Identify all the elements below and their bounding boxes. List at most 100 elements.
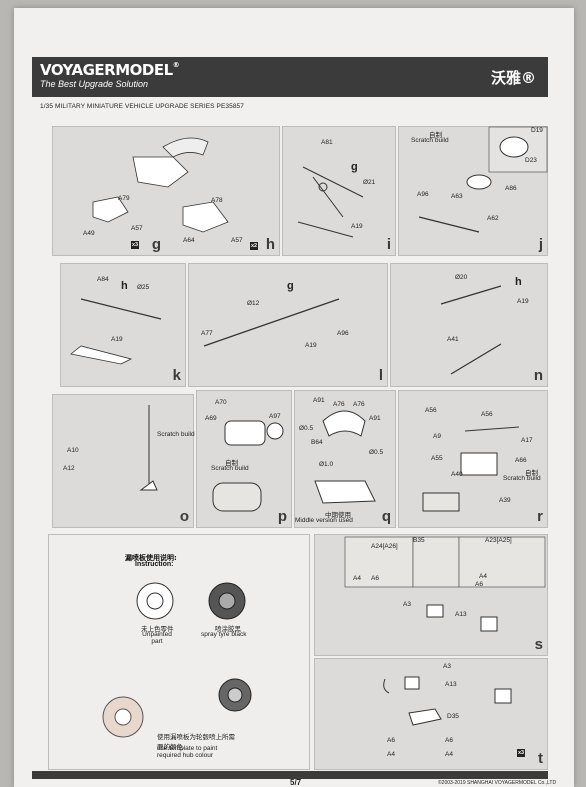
step-letter: o [179,508,189,525]
part-label: A13 [455,611,467,618]
part-label: A57 [131,225,143,232]
part-label: A76 [333,401,345,408]
brand-logo-cn: 沃雅® [490,69,536,87]
part-label: A66 [515,457,527,464]
part-label: h [121,280,128,292]
panel-p: A70 A69 A97 自制 Scratch build p [196,390,292,528]
part-label: g [287,280,294,292]
part-label: A55 [431,455,443,462]
part-label: A4 [353,575,361,582]
step-letter: n [533,367,543,384]
panel-r: A56 A9 A55 A56 A17 A66 A40 A39 自制 Scratc… [398,390,548,528]
step-letter: h [265,236,275,253]
brand-tagline: The Best Upgrade Solution [40,79,149,89]
instruction-en: Unpainted part [142,631,172,645]
panel-i: A81 g Ø21 A19 i [282,126,396,256]
parts-drawing-g [92,137,229,233]
part-label: A96 [337,330,349,337]
part-label: A96 [417,191,429,198]
scratch-note: Scratch build [411,137,449,144]
part-label: A23[A25] [485,537,512,544]
instruction-en: use template to paint required hub colou… [157,745,218,759]
parts-drawing-s [344,536,546,632]
parts-drawing-p [212,420,284,512]
part-label: D35 [447,713,459,720]
part-label: Ø25 [137,284,150,291]
parts-drawing-n [440,285,502,375]
step-letter: g [151,236,161,253]
part-label: A81 [321,139,333,146]
part-label: A86 [505,185,517,192]
part-label: g [351,161,358,173]
part-label: A10 [67,447,79,454]
part-label: A84 [97,276,109,283]
part-label: Ø12 [247,300,260,307]
parts-drawing-l [203,298,340,347]
step-letter: p [277,508,287,525]
parts-drawing-j [418,126,548,233]
part-label: A91 [313,397,325,404]
page-number: 5/7 [290,778,302,787]
part-label: h [515,276,522,288]
scratch-note: Scratch build [503,475,541,482]
part-label: D19 [531,127,543,134]
part-label: A70 [215,399,227,406]
part-label: A19 [305,342,317,349]
parts-drawing-q [314,410,376,504]
part-label: A6 [475,581,483,588]
parts-drawing-k [70,298,162,365]
panel-o: Scratch build A10 A12 o [52,394,195,528]
panel-g: A79 A49 A57 x3 g A78 A64 A57 x2 h [52,126,280,256]
panel-t: A3 A13 D35 A6 A4 A6 A4 x3 t [314,658,548,770]
part-label: A97 [269,413,281,420]
part-label: A13 [445,681,457,688]
step-letter: t [538,750,543,767]
part-label: A17 [521,437,533,444]
part-label: Ø21 [363,179,376,186]
part-label: Ø20 [455,274,468,281]
brand-header: VOYAGERMODEL® The Best Upgrade Solution … [32,57,548,97]
scratch-note-cn: 自制 [225,459,238,467]
part-label: Ø0.5 [299,425,314,432]
footer-bar [32,771,548,779]
part-label: A19 [517,298,529,305]
scratch-note-cn: 自制 [525,469,538,477]
series-title: 1/35 MILITARY MINIATURE VEHICLE UPGRADE … [40,103,244,110]
part-label: A39 [499,497,511,504]
part-label: A4 [479,573,487,580]
part-label: A78 [211,197,223,204]
part-label: A57 [231,237,243,244]
version-note-cn: 中期使用 [325,511,351,519]
part-label: A24[A26] [371,543,398,550]
panel-j: 自制 Scratch build D19 D23 A96 A63 A86 A62… [398,126,548,256]
panel-l: Ø12 g A77 A19 A96 l [188,263,388,387]
part-label: A6 [445,737,453,744]
part-label: A12 [63,465,75,472]
part-label: A3 [443,663,451,670]
part-label: A76 [353,401,365,408]
panel-k: A84 h Ø25 A19 k [60,263,186,387]
panel-q: A91 A76 A76 A91 Ø0.5 B64 Ø0.5 Ø1.0 中期使用 … [294,390,396,528]
brand-logo: VOYAGERMODEL® [40,61,180,79]
panel-n: Ø20 h A19 A41 n [390,263,548,387]
step-letter: i [386,236,391,253]
part-label: A77 [201,330,213,337]
step-letter: r [537,508,543,525]
part-label: A4 [445,751,453,758]
instruction-cn: 喷涂胶黑 [215,625,241,633]
part-label: A41 [447,336,459,343]
part-label: A56 [425,407,437,414]
step-letter: l [378,367,383,384]
part-label: B35 [413,537,425,544]
step-letter: k [172,367,181,384]
part-label: A6 [371,575,379,582]
part-label: A4 [387,751,395,758]
version-note: Middle version used [295,517,353,524]
part-label: A49 [83,230,95,237]
step-letter: j [538,236,543,253]
part-label: A19 [111,336,123,343]
part-label: A6 [387,737,395,744]
step-letter: s [534,636,543,653]
parts-drawing-i [297,166,364,238]
instruction-en: spray tyre black [201,631,247,638]
